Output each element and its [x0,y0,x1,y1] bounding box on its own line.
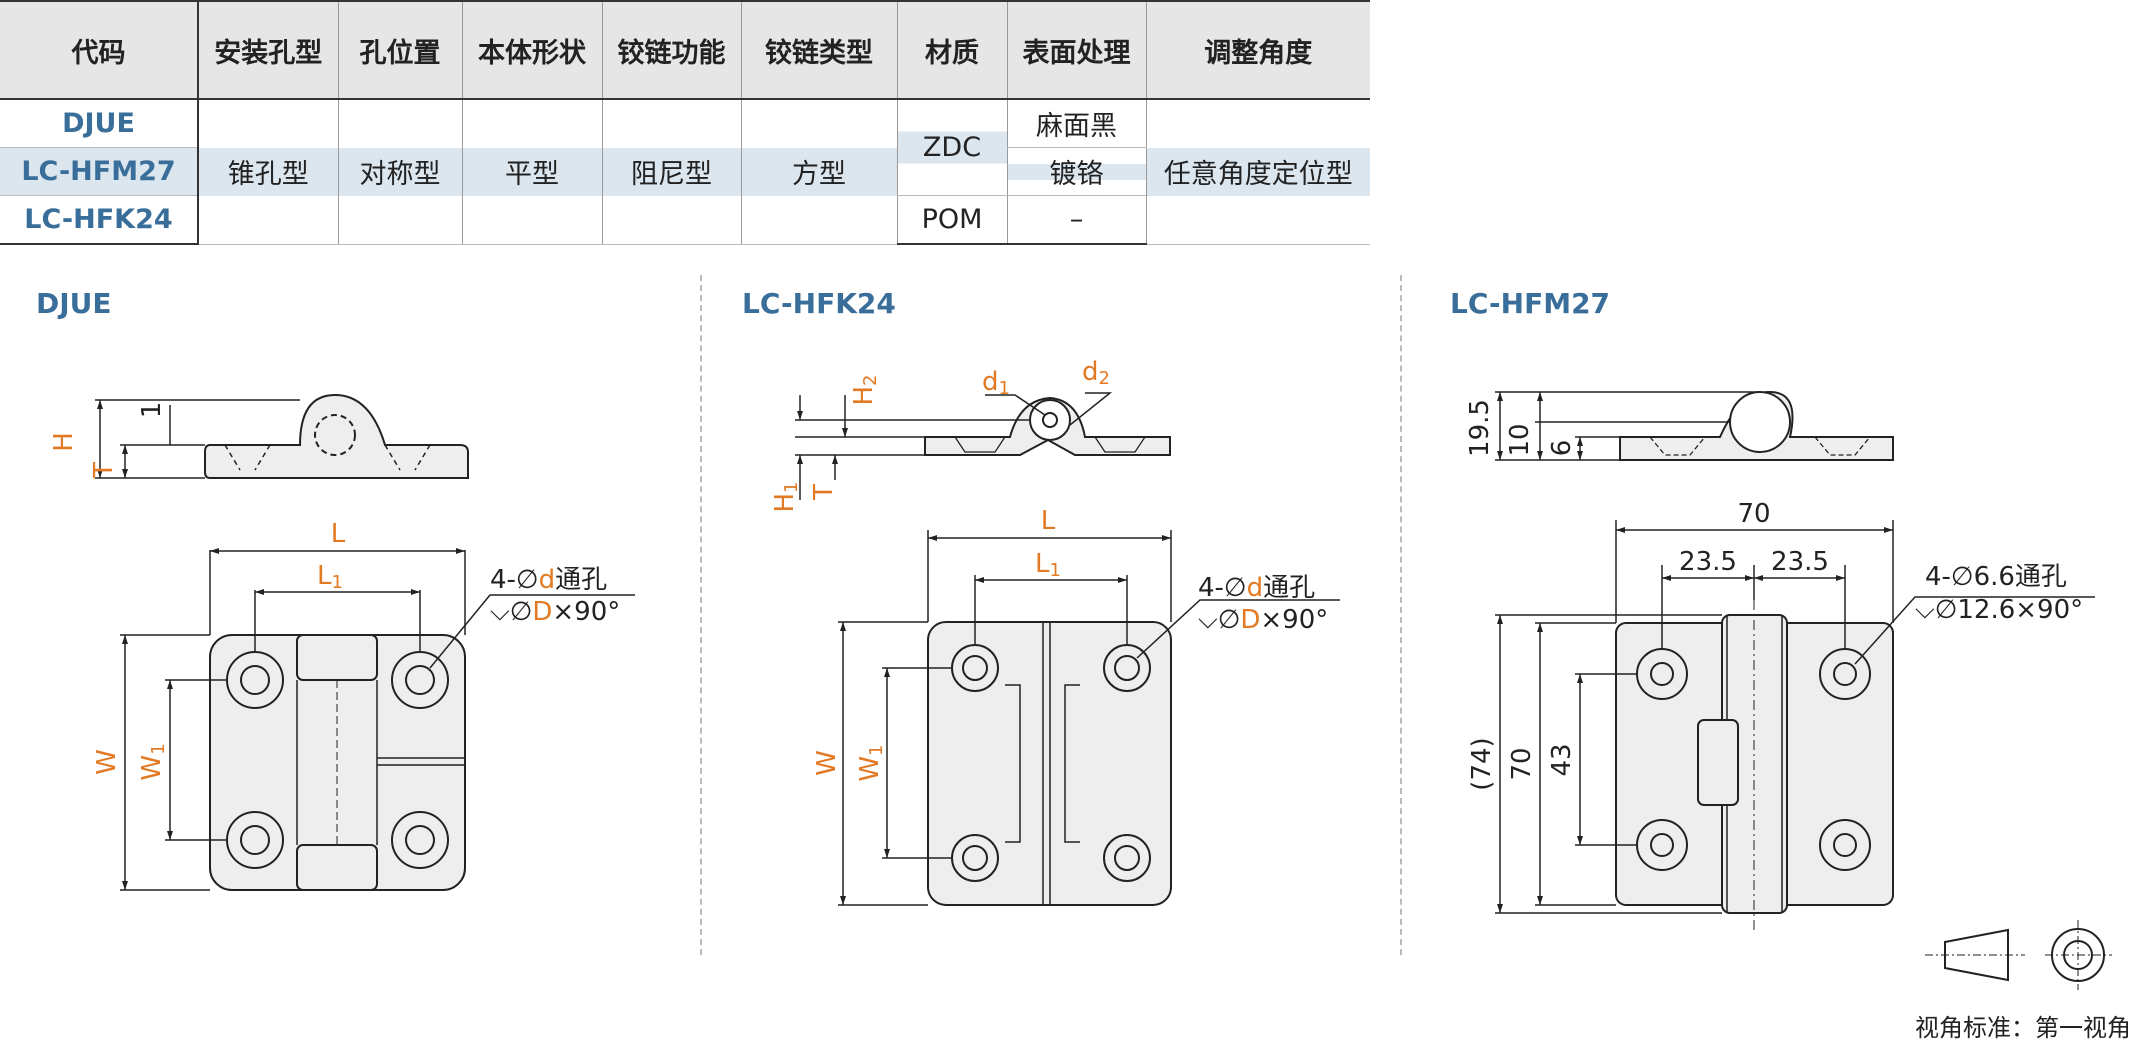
djue-front-view [209,634,466,891]
hinge-function-value: 阻尼型 [631,159,712,191]
technical-drawings: H T 1 L L1 W W1 4-∅d通孔 ⌵∅D×90° [49,357,2112,990]
hinge-type-cell: 方型 [740,99,897,245]
dim-label-6: 6 [1547,440,1577,457]
panel-title-djue: DJUE [36,287,112,320]
code-cell: LC-HFK24 [0,195,199,245]
dim-label-T: T [89,462,119,479]
code-cell: DJUE [0,99,199,148]
dim-label-43: 43 [1547,743,1577,776]
angle-cell: 任意角度定位型 [1145,99,1370,245]
dim-label-H1: H1 [770,481,802,512]
header-body-shape: 本体形状 [461,0,602,100]
spec-table: 代码 安装孔型 孔位置 本体形状 铰链功能 铰链类型 材质 表面处理 调整角度 … [0,0,1370,245]
finish-cell: – [1006,195,1146,245]
view-standard-note: 视角标准：第一视角 [1915,1014,2131,1042]
body-shape-value: 平型 [505,159,559,191]
body-shape-cell: 平型 [461,99,602,245]
dim-label-L1: L1 [317,561,343,593]
dim-label-70-vertical: 70 [1507,747,1537,780]
hole-note-2: ⌵∅D×90° [1198,605,1328,635]
dim-label-W1: W1 [855,744,887,781]
mount-hole-value: 锥孔型 [227,159,309,191]
dim-label-W1: W1 [137,743,169,780]
material-pom-cell: POM [896,195,1007,245]
header-material: 材质 [896,0,1007,100]
dim-label-T: T [809,484,839,501]
mount-hole-cell: 锥孔型 [197,99,338,245]
header-hinge-function: 铰链功能 [601,0,741,100]
hole-note-2: ⌵∅D×90° [490,597,620,627]
hole-position-value: 对称型 [359,159,441,191]
dim-label-23.5: 23.5 [1771,547,1829,577]
hole-note-2: ⌵∅12.6×90° [1915,595,2083,625]
dim-label-W: W [812,750,842,776]
dim-label-19.5: 19.5 [1465,399,1495,457]
header-mount-hole: 安装孔型 [197,0,338,100]
header-hole-position: 孔位置 [337,0,462,100]
lc-hfk24-side-view [924,396,1171,456]
panel-divider [700,275,702,955]
panel-divider [1400,275,1402,955]
header-finish: 表面处理 [1006,0,1146,100]
dim-label-74: (74) [1467,737,1497,790]
dim-label-10: 10 [1505,423,1535,456]
dim-label-H: H [49,432,79,452]
finish-cell: 麻面黑 [1006,99,1146,148]
dim-label-L1: L1 [1035,549,1061,581]
hole-note-1: 4-∅d通孔 [1198,573,1315,603]
first-angle-projection-icon [1925,920,2112,990]
hole-position-cell: 对称型 [337,99,462,245]
header-angle: 调整角度 [1145,0,1370,100]
dim-label-L: L [331,519,346,549]
hole-note-1: 4-∅6.6通孔 [1925,562,2067,592]
lc-hfk24-front-view [927,621,1172,906]
hinge-type-value: 方型 [792,159,846,191]
lc-hfm27-side-view [1619,390,1894,461]
header-hinge-type: 铰链类型 [740,0,897,100]
dim-label-L: L [1041,506,1056,536]
material-zdc-cell: ZDC [896,99,1007,196]
panel-title-lc-hfm27: LC-HFM27 [1450,287,1611,320]
finish-cell: 镀铬 [1006,147,1146,196]
dim-label-W: W [92,749,122,775]
dim-label-1: 1 [137,402,167,419]
hinge-function-cell: 阻尼型 [601,99,741,245]
dim-label-d1: d1 [982,367,1010,399]
hole-note-1: 4-∅d通孔 [490,565,607,595]
djue-side-view [204,393,469,479]
code-cell: LC-HFM27 [0,147,199,196]
panel-title-lc-hfk24: LC-HFK24 [742,287,896,320]
dim-label-70: 70 [1737,499,1770,529]
dim-label-23.5: 23.5 [1679,547,1737,577]
header-code: 代码 [0,0,198,100]
dim-label-H2: H2 [849,374,881,405]
dim-label-d2: d2 [1082,357,1110,389]
